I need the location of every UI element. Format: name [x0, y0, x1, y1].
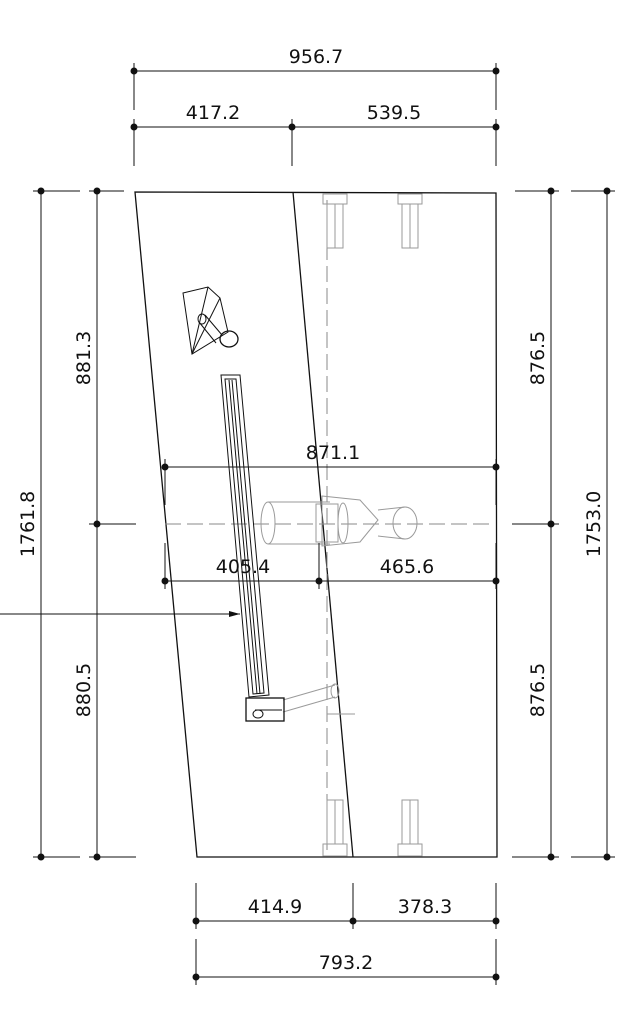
dim-label-bottom-overall: 793.2 [319, 952, 373, 974]
bottom-bolt-left [322, 799, 348, 857]
dimension-top-split: 417.2 539.5 [130, 102, 500, 166]
lower-gear-box [245, 697, 285, 722]
lower-latch [282, 683, 355, 715]
dim-label-middle-overall: 871.1 [306, 442, 360, 464]
dimension-left-overall: 1761.8 [17, 187, 80, 861]
dimension-bottom-overall: 793.2 [192, 939, 500, 985]
espagnolette-rod [220, 374, 270, 698]
dim-label-top-left: 417.2 [186, 102, 240, 124]
dimension-top-overall: 956.7 [130, 46, 500, 110]
dimension-right-split: 876.5 876.5 [512, 187, 559, 861]
dim-label-right-overall: 1753.0 [583, 491, 605, 557]
dim-label-middle-left: 405.4 [216, 556, 270, 578]
dim-label-top-overall: 956.7 [289, 46, 343, 68]
lock-cylinder [260, 495, 418, 547]
dim-label-left-upper: 881.3 [73, 331, 95, 385]
dim-label-left-overall: 1761.8 [17, 491, 39, 557]
dim-label-top-right: 539.5 [367, 102, 421, 124]
dim-label-left-lower: 880.5 [73, 663, 95, 717]
dimension-middle-overall: 871.1 [161, 442, 500, 505]
top-bolt-left [322, 193, 348, 249]
bottom-bolt-right [397, 799, 423, 857]
dimension-left-split: 881.3 880.5 [73, 187, 136, 861]
dim-label-middle-right: 465.6 [380, 556, 434, 578]
dimension-bottom-split: 414.9 378.3 [192, 883, 500, 929]
dim-label-right-lower: 876.5 [527, 663, 549, 717]
dim-label-bottom-right: 378.3 [398, 896, 452, 918]
upper-handle [182, 286, 239, 355]
hidden-hardware [165, 193, 495, 857]
top-bolt-right [397, 193, 423, 249]
dim-label-right-upper: 876.5 [527, 331, 549, 385]
dimension-right-overall: 1753.0 [571, 187, 615, 861]
dim-label-bottom-left: 414.9 [248, 896, 302, 918]
leader-arrow [0, 611, 240, 617]
dimension-middle-split: 405.4 465.6 [161, 543, 500, 589]
